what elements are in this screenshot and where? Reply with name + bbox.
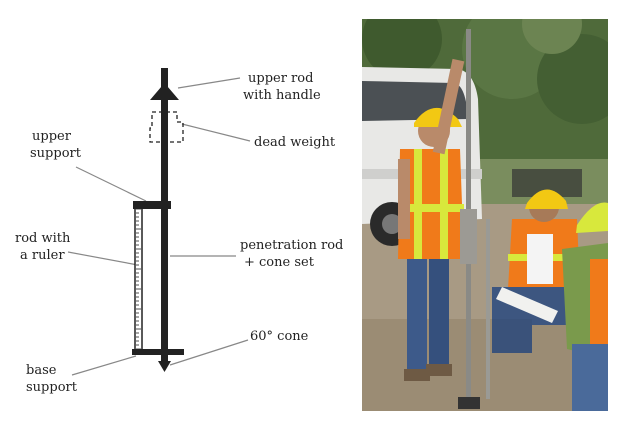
ruler-rod	[134, 204, 143, 354]
cone-shaft	[161, 355, 168, 361]
main-rod	[161, 90, 168, 362]
leader-upper-rod	[177, 77, 241, 89]
label-upper-rod-line1: upper rod	[248, 71, 313, 86]
label-upper-support-line1: upper	[32, 129, 72, 144]
dead-weight-outline	[149, 111, 184, 143]
label-dead-weight: dead weight	[254, 135, 336, 150]
base-support	[132, 349, 184, 355]
leader-dead-weight	[181, 123, 251, 142]
label-rod-ruler-line2: a ruler	[20, 248, 65, 263]
dcp-schematic-diagram: upper rod with handle dead weight upper …	[15, 68, 343, 395]
upper-support	[133, 201, 171, 209]
label-upper-support-line2: support	[30, 146, 82, 161]
handle-arrow	[150, 83, 179, 100]
label-upper-rod-line2: with handle	[243, 88, 321, 103]
sixty-degree-cone	[158, 361, 171, 372]
field-test-photo	[362, 19, 608, 411]
leader-base-support	[71, 355, 137, 376]
handle-top	[161, 68, 168, 90]
label-rod-ruler-line1: rod with	[15, 231, 71, 246]
label-penetration-line1: penetration rod	[240, 238, 343, 253]
label-cone: 60° cone	[250, 329, 309, 344]
right-worker	[496, 202, 608, 411]
label-penetration-line2: + cone set	[244, 255, 315, 270]
standing-worker	[398, 58, 465, 381]
leader-upper-support	[75, 166, 147, 202]
leader-rod-ruler	[67, 251, 139, 266]
leader-cone	[169, 339, 249, 366]
label-base-line1: base	[26, 363, 57, 378]
label-base-line2: support	[26, 380, 78, 395]
